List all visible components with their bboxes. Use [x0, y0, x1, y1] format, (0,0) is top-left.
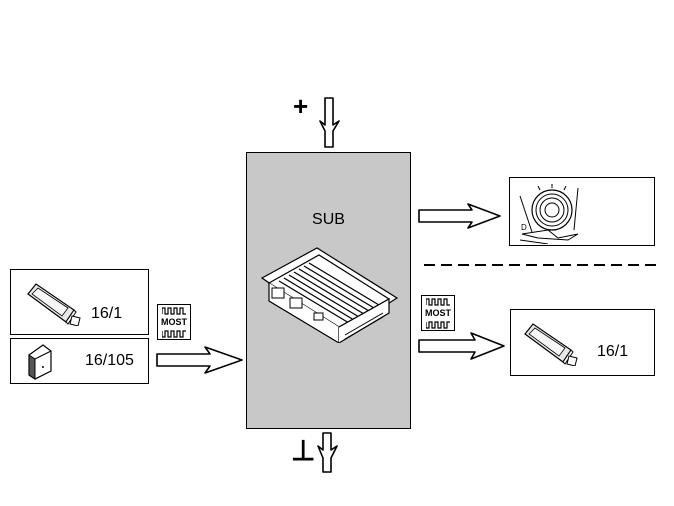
dashed-separator: [424, 264, 660, 266]
waveform-icon: [426, 321, 450, 329]
cd-changer-icon: [28, 344, 52, 380]
most-label: MOST: [161, 317, 187, 327]
input-device-label: 16/1: [91, 305, 123, 322]
waveform-icon: [162, 307, 186, 315]
down-arrow-icon: [317, 432, 338, 473]
power-ground: ⊥: [291, 432, 341, 474]
waveform-icon: [162, 330, 186, 338]
most-bus-icon: MOST: [157, 304, 191, 340]
output-device-label: 16/1: [597, 343, 629, 360]
most-label: MOST: [425, 308, 451, 318]
down-arrow-icon: [319, 97, 340, 148]
input-arrow-icon: [156, 346, 243, 374]
ground-symbol: ⊥: [291, 435, 316, 466]
input-device-label: 16/105: [85, 352, 134, 369]
infotainment-control-module-icon: [27, 283, 81, 326]
subwoofer-speaker-icon: D: [519, 184, 579, 244]
waveform-icon: [426, 298, 450, 306]
output-device-box: D: [509, 177, 655, 246]
output-device-box: 16/1: [510, 309, 655, 376]
most-bus-icon: MOST: [421, 295, 455, 331]
infotainment-control-module-icon: [524, 323, 578, 366]
sub-label: SUB: [312, 211, 345, 228]
plus-symbol: +: [293, 91, 309, 121]
sub-module-box: SUB: [246, 152, 411, 429]
output-arrow-icon: [418, 203, 501, 229]
output-arrow-icon: [418, 332, 505, 360]
power-positive: +: [293, 91, 343, 149]
svg-text:D: D: [521, 223, 527, 232]
input-device-box: 16/105: [10, 338, 149, 384]
input-device-box: 16/1: [10, 269, 149, 335]
amplifier-module-icon: [260, 247, 399, 343]
